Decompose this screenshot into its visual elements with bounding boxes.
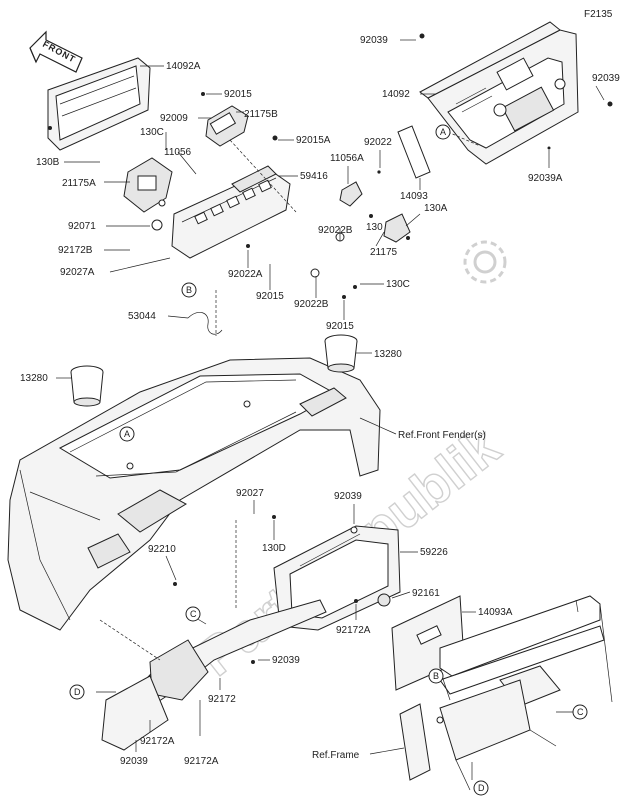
part-label-92161: 92161 [412, 588, 440, 599]
part-label-13280-right: 13280 [374, 349, 402, 360]
part-label-92210: 92210 [148, 544, 176, 555]
svg-text:B: B [186, 285, 192, 295]
part-label-14093a: 14093A [478, 607, 513, 618]
part-label-92039-right: 92039 [592, 73, 620, 84]
part-label-92172a-low2: 92172A [184, 756, 219, 767]
callout-a-dash: A [119, 426, 135, 442]
part-label-92039-top: 92039 [360, 35, 388, 46]
part-label-14092: 14092 [382, 89, 410, 100]
part-label-53044: 53044 [128, 311, 156, 322]
part-label-92015a: 92015A [296, 135, 331, 146]
svg-text:C: C [577, 707, 584, 717]
part-label-130a: 130A [424, 203, 448, 214]
switch-11056a [339, 181, 411, 243]
part-label-11056: 11056 [164, 147, 192, 158]
part-label-92172a-low: 92172A [140, 736, 175, 747]
part-label-92022b-right: 92022B [318, 225, 353, 236]
cup-holder-right-13280 [324, 334, 358, 373]
watermark-gear-icon [463, 240, 507, 284]
part-label-21175: 21175 [370, 247, 398, 258]
part-label-92015-c: 92015 [326, 321, 354, 332]
callout-b-frame: B [428, 668, 444, 684]
frame [399, 595, 613, 791]
part-label-92022a: 92022A [228, 269, 263, 280]
part-label-92027a: 92027A [60, 267, 95, 278]
part-label-92039a: 92039A [528, 173, 563, 184]
lower-bracket [101, 582, 327, 751]
part-label-92015-b: 92015 [256, 291, 284, 302]
part-label-92022: 92022 [364, 137, 392, 148]
svg-text:A: A [124, 429, 130, 439]
part-label-21175b: 21175B [244, 109, 278, 120]
part-label-130b: 130B [36, 157, 60, 168]
part-label-130c-top: 130C [140, 127, 164, 138]
part-label-92015-a: 92015 [224, 89, 252, 100]
svg-text:D: D [74, 687, 81, 697]
part-label-92172b: 92172B [58, 245, 93, 256]
figure-code: F2135 [584, 9, 613, 20]
dash-cover [7, 357, 381, 631]
part-label-14092a: 14092A [166, 61, 201, 72]
part-label-92172a-glove: 92172A [336, 625, 371, 636]
part-label-92009: 92009 [160, 113, 188, 124]
ref-front-fender: Ref.Front Fender(s) [398, 430, 486, 441]
part-label-130: 130 [366, 222, 383, 233]
part-label-92027: 92027 [236, 488, 264, 499]
part-label-13280-left: 13280 [20, 373, 48, 384]
svg-text:B: B [433, 671, 439, 681]
part-label-92071: 92071 [68, 221, 96, 232]
meter-unit-21175a [123, 157, 173, 213]
part-label-92039-glove: 92039 [334, 491, 362, 502]
part-label-92172: 92172 [208, 694, 236, 705]
clip-53044 [187, 311, 223, 335]
callout-d-frame: D [473, 780, 489, 796]
part-label-130d: 130D [262, 543, 286, 554]
svg-text:C: C [190, 609, 197, 619]
part-label-59416: 59416 [300, 171, 328, 182]
part-label-14093: 14093 [400, 191, 428, 202]
cup-holder-left-13280 [70, 365, 104, 407]
part-label-11056a: 11056A [330, 153, 364, 164]
part-labels: 14092A 92015 92009 21175B 130C 11056 920… [20, 35, 620, 767]
svg-text:D: D [478, 783, 485, 793]
front-arrow-icon [29, 30, 83, 73]
part-label-130c-right: 130C [386, 279, 410, 290]
meter-cover-14092a [47, 57, 151, 151]
instrument-panel-14092 [419, 21, 613, 165]
callout-c-left: C [185, 606, 201, 622]
bracket-14093 [377, 125, 431, 179]
callout-a-top: A [435, 124, 451, 140]
switch-panel-59416 [151, 165, 291, 259]
callout-c-frame: C [572, 704, 588, 720]
part-label-59226: 59226 [420, 547, 448, 558]
callout-d-left: D [69, 684, 85, 700]
part-label-92022b-low: 92022B [294, 299, 329, 310]
callout-b-top: B [181, 282, 197, 298]
part-label-92039-mid: 92039 [272, 655, 300, 666]
svg-text:A: A [440, 127, 446, 137]
part-label-92039-low: 92039 [120, 756, 148, 767]
part-label-21175a: 21175A [62, 178, 96, 189]
reference-dash-lines [99, 131, 481, 661]
ref-frame: Ref.Frame [312, 750, 360, 761]
meter-unit-21175b [201, 92, 249, 147]
